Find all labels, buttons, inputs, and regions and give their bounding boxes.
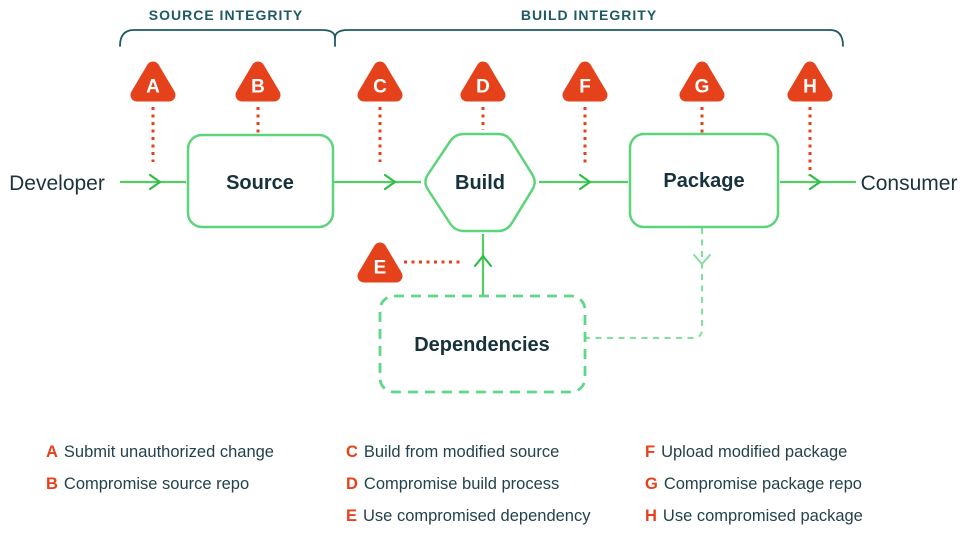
legend-letter: F <box>645 442 656 461</box>
warning-triangle-icon <box>562 61 608 102</box>
package-node-box <box>628 132 780 229</box>
threat-h-badge: H <box>787 61 833 102</box>
warning-triangle-icon <box>130 61 176 102</box>
threat-f-badge: F <box>562 61 608 102</box>
legend-description: Upload modified package <box>661 442 848 461</box>
threat-c-badge: C <box>357 61 403 102</box>
build-node-hexagon <box>424 132 536 233</box>
threat-d-badge: D <box>460 61 506 102</box>
dependencies-node-label: Dependencies <box>414 334 550 356</box>
warning-triangle-icon <box>357 242 403 283</box>
warning-triangle-icon <box>787 61 833 102</box>
legend-letter: C <box>346 442 358 461</box>
warning-triangle-icon <box>235 61 281 102</box>
threat-h-letter: H <box>803 77 817 98</box>
legend-letter: H <box>645 506 657 525</box>
legend-letter: G <box>645 474 658 493</box>
threat-f-letter: F <box>579 77 591 98</box>
legend-description: Use compromised dependency <box>363 506 591 525</box>
legend-column-source: A Submit unauthorized change B Compromis… <box>46 436 274 500</box>
diagram-svg: SOURCE INTEGRITY BUILD INTEGRITY <box>9 7 958 394</box>
legend-letter: A <box>46 442 58 461</box>
developer-label: Developer <box>9 172 105 195</box>
chevron-right-icon <box>148 173 162 191</box>
chevron-up-icon <box>473 254 493 268</box>
chevron-down-icon <box>693 254 711 265</box>
threat-a-letter: A <box>146 77 160 98</box>
legend-item-c: C Build from modified source <box>346 436 590 468</box>
source-integrity-label: SOURCE INTEGRITY <box>149 7 303 23</box>
chevron-right-icon <box>383 173 397 191</box>
consumer-label: Consumer <box>861 172 958 195</box>
warning-triangle-icon <box>679 61 725 102</box>
chevron-right-icon <box>808 173 822 191</box>
legend-item-b: B Compromise source repo <box>46 468 274 500</box>
threat-g-letter: G <box>695 77 710 98</box>
legend-description: Compromise source repo <box>63 474 250 493</box>
source-node-box <box>186 133 335 229</box>
legend: A Submit unauthorized change B Compromis… <box>0 436 964 536</box>
legend-letter: E <box>346 506 358 525</box>
threat-d-letter: D <box>476 77 490 98</box>
legend-description: Submit unauthorized change <box>63 442 274 461</box>
chevron-right-icon <box>578 173 592 191</box>
legend-item-g: G Compromise package repo <box>645 468 863 500</box>
legend-description: Build from modified source <box>363 442 560 461</box>
warning-triangle-icon <box>357 61 403 102</box>
package-node-label: Package <box>663 170 744 192</box>
source-node-label: Source <box>226 172 294 194</box>
threat-g-badge: G <box>679 61 725 102</box>
legend-column-package: F Upload modified package G Compromise p… <box>645 436 863 532</box>
threat-b-letter: B <box>251 77 265 98</box>
legend-column-build: C Build from modified source D Compromis… <box>346 436 590 532</box>
legend-item-f: F Upload modified package <box>645 436 863 468</box>
threat-a-badge: A <box>130 61 176 102</box>
build-node-label: Build <box>455 172 505 194</box>
threat-e-badge: E <box>357 242 403 283</box>
legend-description: Compromise build process <box>363 474 560 493</box>
threat-c-letter: C <box>373 77 387 98</box>
legend-item-h: H Use compromised package <box>645 500 863 532</box>
source-integrity-bracket <box>119 29 336 47</box>
legend-letter: D <box>346 474 358 493</box>
legend-letter: B <box>46 474 58 493</box>
legend-description: Compromise package repo <box>663 474 862 493</box>
build-integrity-bracket <box>334 29 844 47</box>
legend-description: Use compromised package <box>662 506 863 525</box>
dependencies-node-box <box>378 294 587 394</box>
warning-triangle-icon <box>460 61 506 102</box>
threat-e-letter: E <box>374 258 387 279</box>
arrow-package-to-dependencies <box>586 228 703 339</box>
build-integrity-label: BUILD INTEGRITY <box>521 7 657 23</box>
legend-item-a: A Submit unauthorized change <box>46 436 274 468</box>
threat-b-badge: B <box>235 61 281 102</box>
legend-item-d: D Compromise build process <box>346 468 590 500</box>
legend-item-e: E Use compromised dependency <box>346 500 590 532</box>
